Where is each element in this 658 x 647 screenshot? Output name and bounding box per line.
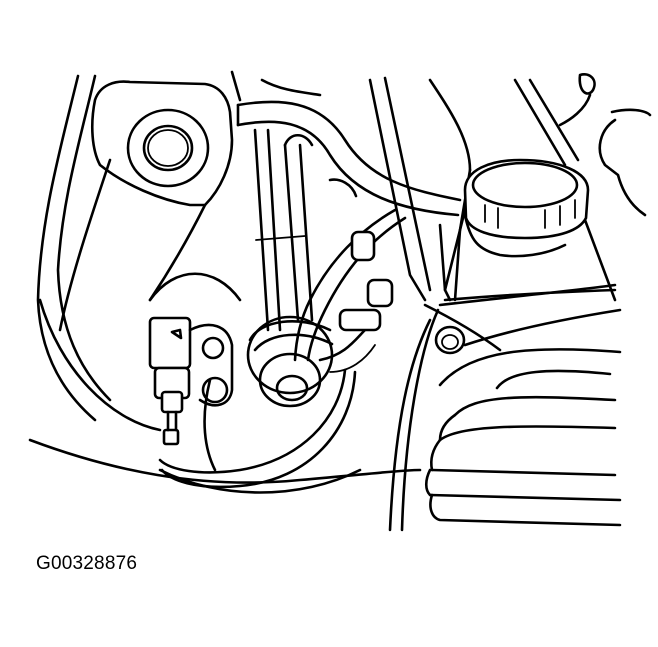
figure-caption: G00328876 [36,553,138,574]
engine-diagram [28,70,652,532]
sensor-cable [293,208,407,362]
bolt-head [434,325,466,355]
firewall-panel [368,76,472,302]
dipstick-tube [253,128,314,332]
sensor-connector [148,316,234,446]
fluid-reservoir [443,73,652,302]
center-fittings [328,178,394,332]
hose-coil [158,315,376,489]
engine-block-outline [36,74,162,432]
grille-cover [388,283,622,532]
reservoir-cap [463,158,590,240]
engine-mount-bracket [58,80,234,332]
upper-hose [230,70,462,217]
